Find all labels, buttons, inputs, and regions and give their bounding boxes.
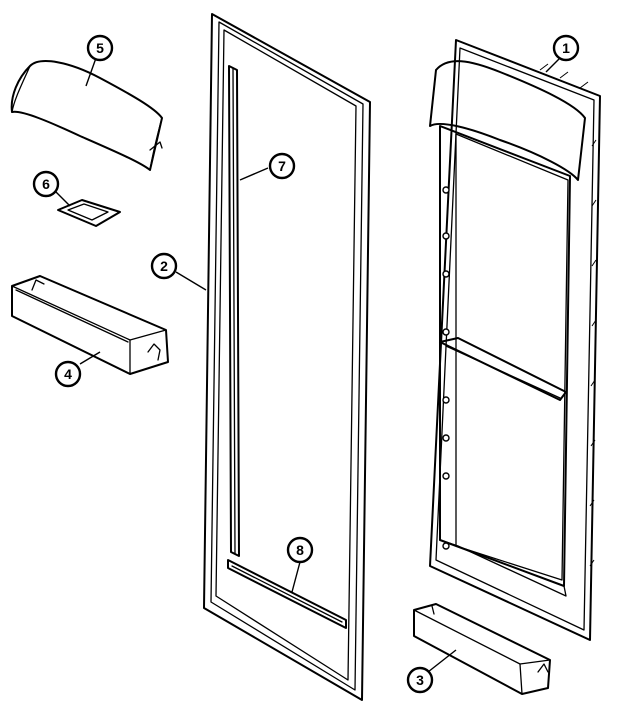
callout-6-label: 6 [42, 176, 50, 192]
callout-6: 6 [32, 170, 60, 198]
callout-4: 4 [54, 360, 82, 388]
callout-2: 2 [150, 252, 178, 280]
callout-3-label: 3 [416, 672, 424, 688]
leader-7 [239, 167, 269, 181]
leader-2 [175, 271, 207, 291]
callout-4-label: 4 [64, 366, 72, 382]
gasket-part [203, 13, 371, 701]
callout-7: 7 [268, 152, 296, 180]
callout-1: 1 [552, 34, 580, 62]
leader-lines [55, 57, 561, 673]
leader-4 [79, 351, 101, 365]
bottom-bin-part [413, 603, 551, 695]
callout-3: 3 [406, 666, 434, 694]
door-bin-part [11, 275, 169, 375]
leader-1 [545, 57, 561, 73]
callout-5-label: 5 [96, 40, 104, 56]
breaker-strip-side-part [228, 65, 240, 557]
callout-8-label: 8 [296, 542, 304, 558]
callout-1-label: 1 [562, 40, 570, 56]
callout-8: 8 [286, 536, 314, 564]
callout-7-label: 7 [278, 158, 286, 174]
callout-2-label: 2 [160, 258, 168, 274]
dairy-cover-part [10, 60, 163, 171]
leader-5 [85, 57, 97, 87]
breaker-strip-bottom-part [227, 559, 347, 629]
liner-part [429, 39, 601, 641]
leader-8 [291, 561, 301, 593]
callout-5: 5 [86, 34, 114, 62]
leader-3 [427, 649, 457, 673]
hinge-pad-part [57, 199, 121, 227]
leader-6 [55, 191, 71, 207]
